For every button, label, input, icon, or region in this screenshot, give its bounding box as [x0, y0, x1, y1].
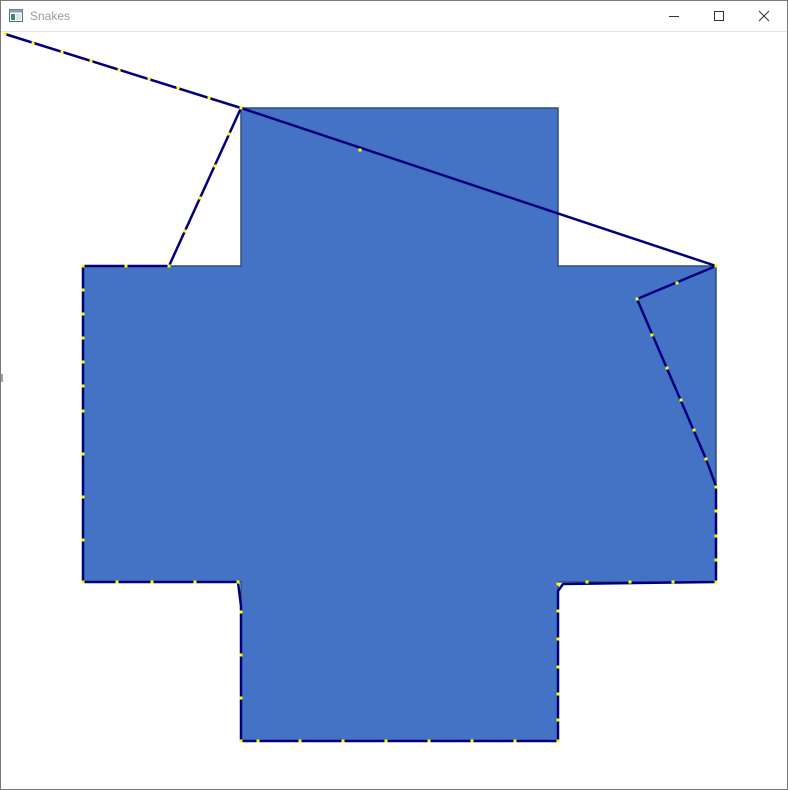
- snake-point: [60, 50, 64, 54]
- window-title: Snakes: [30, 9, 71, 23]
- snake-point: [81, 495, 85, 499]
- snake-point: [628, 580, 632, 584]
- snake-point: [167, 264, 171, 268]
- snake-point: [556, 609, 560, 613]
- snake-point: [115, 580, 119, 584]
- snake-point: [714, 534, 718, 538]
- snake-point: [556, 739, 560, 743]
- snake-point: [298, 739, 302, 743]
- snake-point: [358, 148, 362, 152]
- snake-point: [3, 32, 7, 36]
- snake-point: [81, 312, 85, 316]
- minimize-icon: [669, 16, 679, 17]
- snake-point: [239, 739, 243, 743]
- snake-point: [256, 739, 260, 743]
- snake-point: [117, 68, 121, 72]
- snake-point: [665, 366, 669, 370]
- snake-point: [176, 86, 180, 90]
- snake-point: [714, 485, 718, 489]
- snake-point: [675, 281, 679, 285]
- minimize-button[interactable]: [651, 1, 697, 31]
- snake-point: [239, 653, 243, 657]
- close-icon: [758, 10, 770, 22]
- snake-point: [89, 59, 93, 63]
- snake-point: [671, 580, 675, 584]
- maximize-button[interactable]: [696, 1, 742, 31]
- snake-points: [3, 32, 718, 743]
- snake-point: [207, 96, 211, 100]
- snake-point: [213, 164, 217, 168]
- snake-point: [679, 398, 683, 402]
- snake-point: [692, 428, 696, 432]
- snake-point: [81, 409, 85, 413]
- snake-contour: [4, 32, 718, 743]
- cross-shape: [82, 107, 717, 742]
- snake-point: [124, 264, 128, 268]
- left-edge-mark: [1, 374, 3, 382]
- snake-point: [81, 452, 85, 456]
- snake-point: [236, 580, 240, 584]
- snake-point: [635, 297, 639, 301]
- snake-point: [81, 384, 85, 388]
- snake-point: [81, 538, 85, 542]
- snake-point: [585, 580, 589, 584]
- snake-point: [81, 264, 85, 268]
- snake-point: [81, 580, 85, 584]
- snake-point: [704, 457, 708, 461]
- snake-point: [31, 41, 35, 45]
- snake-point: [470, 739, 474, 743]
- snake-point: [714, 264, 718, 268]
- maximize-icon: [714, 11, 724, 21]
- snake-point: [81, 336, 85, 340]
- snake-point: [556, 718, 560, 722]
- snake-point: [239, 610, 243, 614]
- close-button[interactable]: [741, 1, 787, 31]
- snake-point: [81, 288, 85, 292]
- drawing-canvas[interactable]: [1, 32, 787, 789]
- snake-point: [239, 696, 243, 700]
- snake-point: [341, 739, 345, 743]
- snake-point: [513, 739, 517, 743]
- snake-point: [239, 106, 243, 110]
- window-app-icon: [9, 9, 23, 22]
- snake-point: [714, 558, 718, 562]
- snake-point: [81, 360, 85, 364]
- snake-point: [183, 229, 187, 233]
- snake-point: [150, 580, 154, 584]
- snake-point: [714, 580, 718, 584]
- snake-point: [556, 665, 560, 669]
- snake-point: [147, 77, 151, 81]
- title-bar[interactable]: Snakes: [1, 1, 787, 32]
- snake-point: [198, 196, 202, 200]
- snake-point: [556, 692, 560, 696]
- snake-point: [650, 333, 654, 337]
- snake-point: [714, 509, 718, 513]
- snake-point: [227, 132, 231, 136]
- snake-point: [193, 580, 197, 584]
- snake-point: [384, 739, 388, 743]
- snake-point: [556, 582, 560, 586]
- snake-point: [556, 637, 560, 641]
- snake-point: [427, 739, 431, 743]
